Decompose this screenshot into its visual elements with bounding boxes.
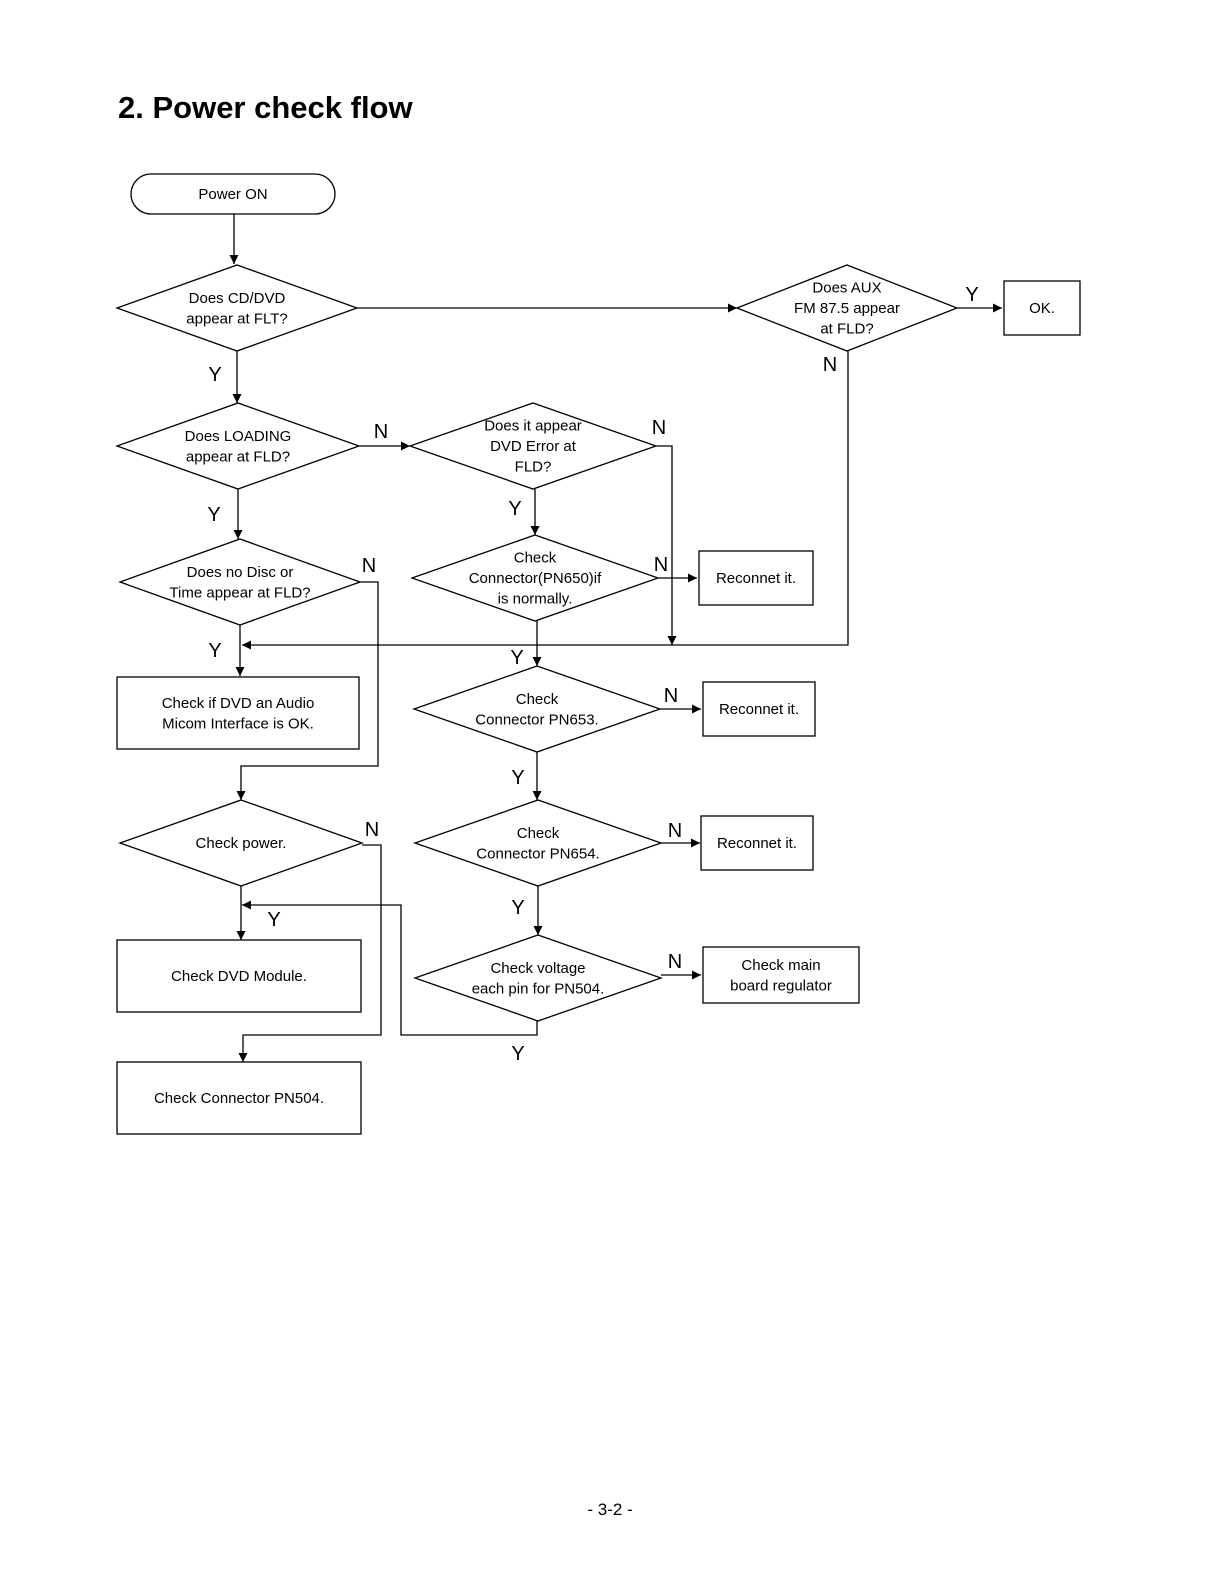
node-label: Check <box>516 691 559 708</box>
decision-diamond <box>412 665 662 753</box>
flow-node-loading: Does LOADING appear at FLD? <box>115 402 361 490</box>
decision-diamond <box>118 538 362 626</box>
edge-label-no: N <box>654 554 668 576</box>
flow-edge-no-disc-to-check-power <box>236 581 379 800</box>
node-label: Check power. <box>196 835 287 852</box>
flow-edge-check-power-to-connector-pn504 <box>238 844 382 1062</box>
node-label: Reconnet it. <box>719 701 799 718</box>
node-label: at FLD? <box>820 321 873 338</box>
flow-node-reconnect-1: Reconnet it. <box>698 550 814 606</box>
node-label: Does no Disc or <box>187 564 294 581</box>
process-box <box>698 550 814 606</box>
flow-node-reconnect-2: Reconnet it. <box>702 681 816 737</box>
edge-label-yes: Y <box>208 640 221 662</box>
node-label: Does AUX <box>812 280 881 297</box>
node-label: Check DVD Module. <box>171 968 307 985</box>
node-label: Micom Interface is OK. <box>162 715 314 732</box>
flow-node-dvd-module: Check DVD Module. <box>116 939 362 1013</box>
node-label: Check Connector PN504. <box>154 1090 324 1107</box>
process-box <box>700 815 814 871</box>
decision-diamond <box>413 934 663 1022</box>
edge-label-no: N <box>652 417 666 439</box>
flow-node-aux-fm: Does AUX FM 87.5 appear at FLD? <box>735 264 959 352</box>
node-label: Reconnet it. <box>716 570 796 587</box>
node-label: Connector PN653. <box>475 711 598 728</box>
decision-diamond <box>735 264 959 352</box>
node-label: OK. <box>1029 300 1055 317</box>
decision-diamond <box>410 534 660 622</box>
flow-node-no-disc: Does no Disc or Time appear at FLD? <box>118 538 362 626</box>
process-box <box>116 939 362 1013</box>
process-box <box>116 676 360 750</box>
edge-label-yes: Y <box>510 647 523 669</box>
node-label: Check voltage <box>490 960 585 977</box>
edge-label-yes: Y <box>208 364 221 386</box>
node-label: Connector PN654. <box>476 845 599 862</box>
node-label: Does it appear <box>484 418 582 435</box>
node-label: FLD? <box>515 459 552 476</box>
edge-label-no: N <box>823 354 837 376</box>
decision-diamond <box>115 264 359 352</box>
flow-node-reconnect-3: Reconnet it. <box>700 815 814 871</box>
node-label: FM 87.5 appear <box>794 300 900 317</box>
node-label: Reconnet it. <box>717 835 797 852</box>
edge-label-yes: Y <box>965 284 978 306</box>
edge-label-yes: Y <box>267 909 280 931</box>
node-label: Check main <box>741 957 820 974</box>
edge-label-no: N <box>374 421 388 443</box>
edge-label-yes: Y <box>508 498 521 520</box>
terminal-shape <box>130 173 336 215</box>
edge-label-yes: Y <box>511 897 524 919</box>
flow-node-power-on: Power ON <box>130 173 336 215</box>
edge-label-yes: Y <box>511 1043 524 1065</box>
edge-label-no: N <box>365 819 379 841</box>
flow-node-connector-pn504: Check Connector PN504. <box>116 1061 362 1135</box>
edge-label-no: N <box>362 555 376 577</box>
decision-diamond <box>408 402 658 490</box>
node-label: appear at FLT? <box>186 310 287 327</box>
node-label: board regulator <box>730 977 832 994</box>
decision-diamond <box>413 799 663 887</box>
edge-label-no: N <box>668 820 682 842</box>
flow-node-regulator: Check main board regulator <box>702 946 860 1004</box>
flow-edge-aux-fm-to-micom <box>242 351 849 650</box>
flow-node-check-power: Check power. <box>118 799 364 887</box>
node-label: Check if DVD an Audio <box>162 695 315 712</box>
node-label: DVD Error at <box>490 438 577 455</box>
node-label: Connector(PN650)if <box>469 570 602 587</box>
decision-diamond <box>115 402 361 490</box>
process-box <box>116 1061 362 1135</box>
node-label: is normally. <box>498 591 573 608</box>
page-title: 2. Power check flow <box>118 90 413 125</box>
node-label: each pin for PN504. <box>472 980 605 997</box>
node-label: Does LOADING <box>185 428 292 445</box>
edge-label-yes: Y <box>511 767 524 789</box>
flow-edge-dvd-error-to-micom <box>656 445 677 645</box>
node-label: Time appear at FLD? <box>169 584 310 601</box>
node-label: appear at FLD? <box>186 448 290 465</box>
process-box <box>702 946 860 1004</box>
node-label: Check <box>517 825 560 842</box>
page-number: - 3-2 - <box>587 1500 633 1519</box>
decision-diamond <box>118 799 364 887</box>
node-label: Does CD/DVD <box>189 290 286 307</box>
flow-node-pn504-voltage: Check voltage each pin for PN504. <box>413 934 663 1022</box>
edge-label-no: N <box>668 951 682 973</box>
edge-label-no: N <box>664 685 678 707</box>
process-box <box>1003 280 1081 336</box>
flow-node-cd-dvd: Does CD/DVD appear at FLT? <box>115 264 359 352</box>
flow-node-ok: OK. <box>1003 280 1081 336</box>
node-label: Power ON <box>198 186 267 203</box>
edge-label-yes: Y <box>207 504 220 526</box>
flow-edge-pn504-voltage-to-dvd-module <box>242 900 538 1036</box>
node-label: Check <box>514 550 557 567</box>
process-box <box>702 681 816 737</box>
